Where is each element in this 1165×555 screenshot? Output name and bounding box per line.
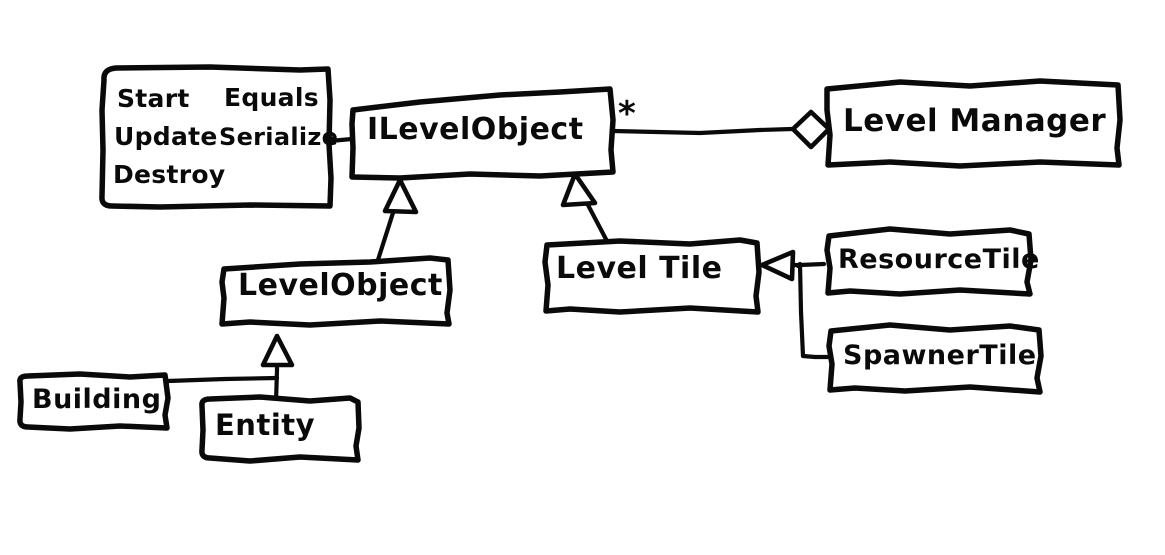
methods-note-box <box>99 64 334 210</box>
levelobject-box <box>219 255 453 328</box>
resourcetile-box <box>824 226 1034 297</box>
aggregation-diamond-levelmanager <box>790 109 832 150</box>
entity-box <box>199 394 362 464</box>
methods-note-update: Update <box>114 122 218 151</box>
ilevelobject-box <box>349 86 616 181</box>
levelmanager-box <box>824 78 1123 169</box>
edge-aggregation-levelmanager <box>610 126 795 136</box>
leveltile-box <box>542 237 762 315</box>
generalization-arrowhead-leveltile-children <box>759 249 796 282</box>
multiplicity-star: * <box>618 94 636 134</box>
spawnertile-box <box>826 322 1044 395</box>
edge-note-anchor <box>327 136 355 144</box>
methods-note-destroy: Destroy <box>113 160 226 189</box>
edge-gen-spawnertile <box>800 353 831 360</box>
building-box <box>17 371 171 432</box>
generalization-arrowhead-leveltile <box>560 171 598 208</box>
edge-gen-tiles-vertical <box>797 261 806 359</box>
generalization-arrowhead-levelobject <box>382 177 419 215</box>
methods-note-equals: Equals <box>224 83 319 112</box>
methods-note-start: Start <box>117 84 190 113</box>
methods-note-serialize: Serialize <box>219 123 339 151</box>
edge-gen-building-crossbar <box>165 375 280 384</box>
generalization-arrowhead-levelobject-children <box>260 333 295 368</box>
